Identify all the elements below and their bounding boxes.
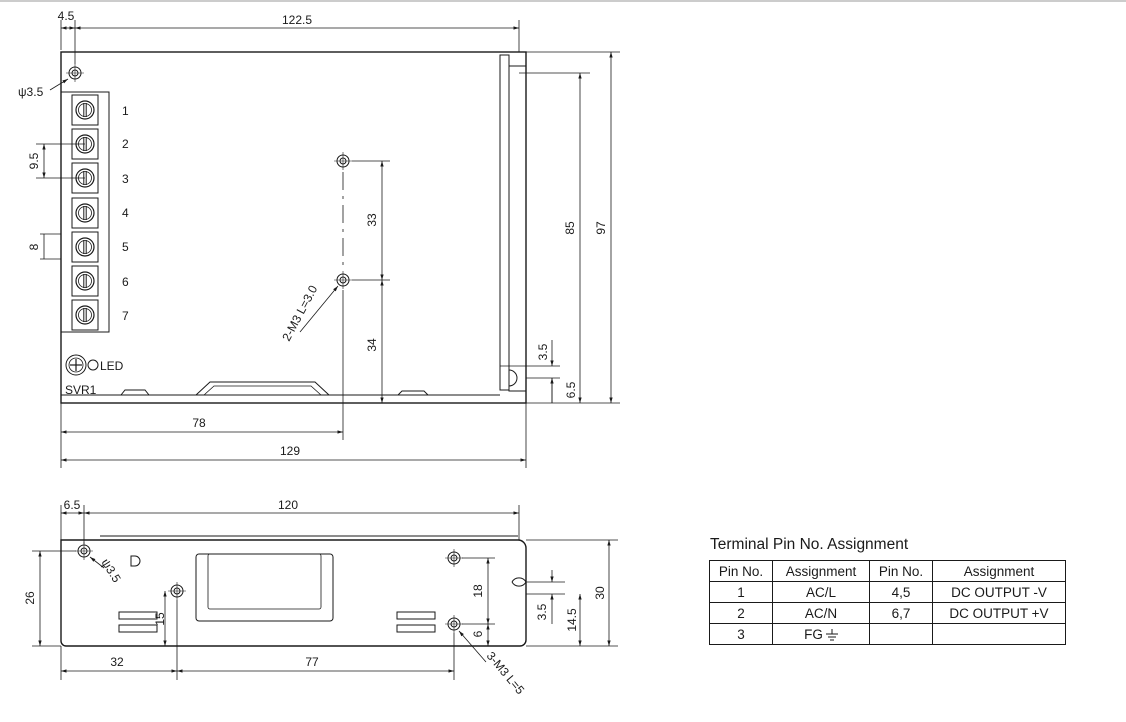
pin-label-3: 3 — [122, 172, 129, 186]
table-row: 2 AC/N 6,7 DC OUTPUT +V — [709, 602, 1066, 624]
table-cell — [932, 623, 1066, 645]
dim-pin-pitch: 9.5 — [27, 152, 41, 169]
top-view-outline — [60, 51, 527, 404]
svr-label: SVR1 — [65, 383, 97, 397]
dim-mount-screw-side: 3-M3 L=5 — [484, 649, 528, 697]
top-view: 1 2 3 4 5 6 7 LED SVR1 4.5 122.5 ψ3.5 — [18, 9, 620, 468]
table-header-row: Pin No. Assignment Pin No. Assignment — [709, 560, 1066, 582]
dim-total-length: 129 — [280, 444, 300, 458]
dim-side-height-26: 26 — [23, 591, 37, 605]
potentiometer-icon — [65, 354, 87, 376]
screw-terminal-icon — [71, 94, 99, 331]
table-cell: DC OUTPUT +V — [932, 602, 1066, 624]
dim-side-x-77: 77 — [305, 655, 319, 669]
dim-side-6: 6 — [471, 630, 485, 637]
led-icon — [87, 359, 99, 371]
header-assignment-2: Assignment — [932, 560, 1066, 582]
table-cell: 2 — [709, 602, 773, 624]
table-cell: AC/L — [772, 581, 870, 603]
table-cell: 6,7 — [869, 602, 933, 624]
table-cell: 1 — [709, 581, 773, 603]
mounting-hole-icon — [333, 270, 353, 290]
pin-assignment-section: Terminal Pin No. Assignment Pin No. Assi… — [709, 536, 1066, 645]
dim-slot-6-5-top: 6.5 — [564, 381, 578, 398]
dim-mount-screw-top: 2-M3 L=3.0 — [279, 283, 320, 344]
dim-outer-height: 97 — [594, 221, 608, 235]
dim-side-x-32: 32 — [110, 655, 124, 669]
mounting-hole-icon — [65, 63, 85, 83]
table-cell — [869, 623, 933, 645]
dim-side-height-30: 30 — [593, 586, 607, 600]
dim-x-to-mount: 78 — [192, 416, 206, 430]
ground-icon — [825, 628, 838, 641]
mounting-hole-icon — [167, 581, 187, 601]
table-cell: 4,5 — [869, 581, 933, 603]
pin-label-2: 2 — [122, 137, 129, 151]
dim-slot-3-5-top: 3.5 — [536, 343, 550, 360]
table-cell: DC OUTPUT -V — [932, 581, 1066, 603]
dim-side-width: 120 — [278, 498, 298, 512]
table-cell-fg: FG — [772, 623, 870, 645]
pin-label-1: 1 — [122, 104, 129, 118]
dim-terminal-width: 8 — [27, 243, 41, 250]
header-pin-no-2: Pin No. — [869, 560, 933, 582]
terminal-block — [60, 91, 110, 333]
side-view: 6.5 120 ψ3.5 26 15 18 6 3.5 14.5 30 — [23, 498, 618, 697]
dim-hole-dia-side: ψ3.5 — [98, 556, 123, 585]
pin-assignment-table: Pin No. Assignment Pin No. Assignment 1 … — [709, 560, 1066, 645]
table-row: 1 AC/L 4,5 DC OUTPUT -V — [709, 581, 1066, 603]
dim-hole-offset: 4.5 — [58, 9, 75, 23]
dim-hole-dia-top: ψ3.5 — [18, 85, 44, 99]
dim-side-14-5: 14.5 — [565, 608, 579, 632]
mounting-hole-icon — [444, 614, 464, 634]
dim-width-top: 122.5 — [282, 13, 312, 27]
dim-side-15: 15 — [153, 612, 167, 626]
dim-side-18: 18 — [471, 584, 485, 598]
side-flange — [499, 54, 510, 391]
pin-label-7: 7 — [122, 309, 129, 323]
led-label: LED — [100, 359, 124, 373]
cooling-window — [195, 553, 334, 622]
table-cell: 3 — [709, 623, 773, 645]
pin-label-5: 5 — [122, 240, 129, 254]
dim-mount-upper: 33 — [365, 213, 379, 227]
pin-label-4: 4 — [122, 206, 129, 220]
dim-side-slot-3-5: 3.5 — [535, 603, 549, 620]
fg-label: FG — [804, 626, 823, 642]
table-row: 3 FG — [709, 623, 1066, 645]
dim-inner-height: 85 — [563, 221, 577, 235]
header-assignment-1: Assignment — [772, 560, 870, 582]
mounting-hole-icon — [333, 151, 353, 171]
header-pin-no-1: Pin No. — [709, 560, 773, 582]
pin-table-title: Terminal Pin No. Assignment — [710, 536, 909, 553]
side-view-outline — [60, 539, 527, 647]
dim-mount-lower: 34 — [365, 338, 379, 352]
table-cell: AC/N — [772, 602, 870, 624]
dim-side-hole-offset: 6.5 — [64, 498, 81, 512]
mounting-hole-icon — [444, 548, 464, 568]
pin-label-6: 6 — [122, 275, 129, 289]
